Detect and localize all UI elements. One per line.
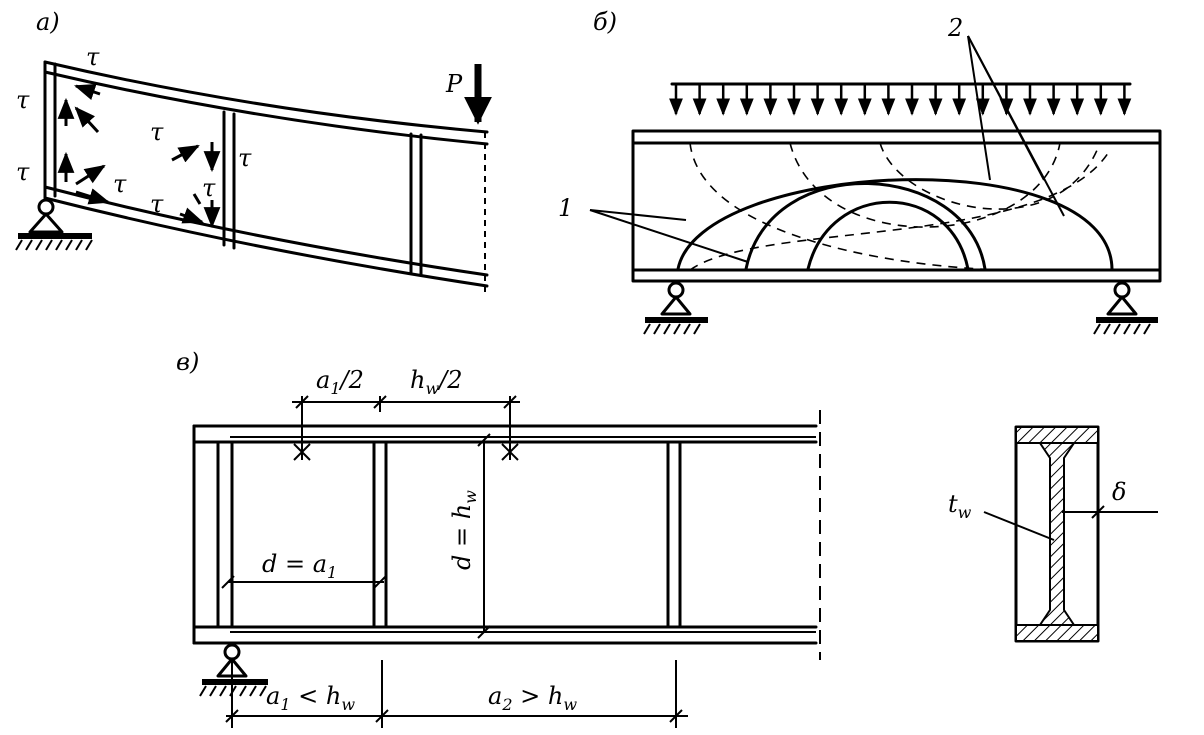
label-a1-lt-hw: a1 < hw bbox=[266, 682, 355, 714]
support-b-right bbox=[1093, 281, 1158, 335]
label-d-a1: d = a1 bbox=[262, 550, 337, 582]
distributed-load bbox=[669, 82, 1132, 116]
support-b-left bbox=[643, 281, 708, 335]
beam-a-top-flange bbox=[43, 60, 489, 134]
trajectory-dashed-4 bbox=[689, 149, 1111, 271]
panel-b: б) 1 2 bbox=[558, 8, 1162, 335]
shear-arrow-left-1 bbox=[74, 84, 101, 100]
label-a2-gt-hw: a2 > hw bbox=[488, 682, 577, 714]
tau-label-7: τ bbox=[202, 174, 216, 202]
panel-a-label: а) bbox=[36, 8, 60, 36]
support-c bbox=[199, 643, 268, 697]
panel-c: в) a1/2 hw/2 bbox=[176, 348, 1158, 728]
label-d-hw: d = hw bbox=[448, 490, 480, 570]
shear-arrow-right-2 bbox=[179, 207, 204, 224]
callout-2: 2 bbox=[947, 14, 963, 42]
beam-a-bottom-flange-outer bbox=[43, 196, 489, 288]
label-tw: tw bbox=[948, 490, 972, 522]
label-delta: δ bbox=[1112, 478, 1126, 506]
shear-arrow-diag-2 bbox=[75, 164, 106, 186]
svg-text:hw/2: hw/2 bbox=[410, 366, 463, 398]
tau-label-4: τ bbox=[113, 170, 127, 198]
dim-bottom bbox=[225, 660, 688, 728]
tau-label-5: τ bbox=[150, 118, 164, 146]
trajectory-dashed-1 bbox=[689, 142, 1001, 271]
shear-arrow-right-1 bbox=[75, 188, 111, 205]
beam-a-top-flange-inner bbox=[43, 70, 489, 146]
callout-1: 1 bbox=[558, 194, 573, 222]
panel-a: а) P bbox=[15, 8, 492, 295]
tau-label-1: τ bbox=[86, 43, 100, 71]
tau-label-6: τ bbox=[150, 190, 164, 218]
svg-text:a1/2: a1/2 bbox=[316, 366, 364, 398]
dim-top bbox=[292, 395, 520, 461]
tau-label-2: τ bbox=[16, 86, 30, 114]
load-p-label: P bbox=[445, 70, 463, 98]
support-a bbox=[15, 198, 93, 251]
trajectory-dashed-3 bbox=[879, 142, 1101, 210]
panel-c-label: в) bbox=[176, 348, 199, 376]
cross-section bbox=[1014, 425, 1100, 643]
panel-b-label: б) bbox=[593, 8, 617, 36]
tau-label-3: τ bbox=[16, 158, 30, 186]
shear-arrow-diag-1 bbox=[74, 106, 100, 134]
label-hw-half: hw/2 bbox=[410, 366, 463, 398]
trajectory-solid-1 bbox=[676, 178, 1114, 271]
tau-label-8: τ bbox=[238, 144, 252, 172]
trajectory-solid-2 bbox=[744, 182, 987, 271]
shear-arrow-diag-3 bbox=[171, 144, 200, 163]
label-a1-half: a1/2 bbox=[316, 366, 364, 398]
beam-b-outline bbox=[631, 129, 1162, 283]
